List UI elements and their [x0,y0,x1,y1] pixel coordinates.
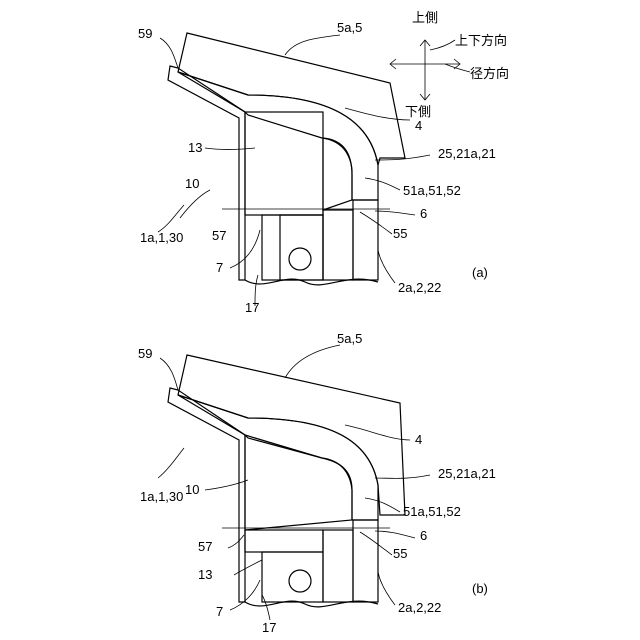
body-2a [323,210,353,280]
label-25: 25,21a,21 [438,146,496,161]
body-13 [178,72,378,200]
body-2a-outer-b [353,520,378,602]
block-10-b [245,435,352,530]
block-10 [245,112,323,215]
label-7-b: 7 [216,604,223,619]
label-5a-b: 5a,5 [337,331,362,346]
body-2a-outer [353,200,378,280]
compass-radial: 径方向 [470,66,509,81]
base-17-b [262,552,323,602]
leaders-a [158,35,430,306]
label-59: 59 [138,26,152,41]
sheet-59 [168,66,245,280]
label-17: 17 [245,300,259,315]
direction-compass [390,40,470,100]
label-17-b: 17 [262,620,276,635]
label-13-b: 13 [198,567,212,582]
cover-5a-b [178,355,405,515]
pin-circle [289,248,311,270]
label-55: 55 [393,226,407,241]
compass-vertical: 上下方向 [455,33,507,48]
label-1a: 1a,1,30 [140,230,183,245]
body-upper-b [178,395,378,520]
pin-circle-b [289,570,311,592]
label-4-b: 4 [415,432,422,447]
label-59-b: 59 [138,346,152,361]
label-6-b: 6 [420,528,427,543]
sealant-25 [323,138,352,210]
caption-b: (b) [472,581,488,596]
label-13: 13 [188,140,202,155]
label-51: 51a,51,52 [403,183,461,198]
body-2a-b [323,530,353,602]
label-2a-b: 2a,2,22 [398,600,441,615]
label-7: 7 [216,260,223,275]
label-4: 4 [415,118,422,133]
label-5a: 5a,5 [337,20,362,35]
base-13-b [245,530,323,552]
panel-b: 59 5a,5 4 25,21a,21 51a,51,52 6 55 2a,2,… [138,331,496,635]
label-25-b: 25,21a,21 [438,466,496,481]
label-10: 10 [185,176,199,191]
label-51-b: 51a,51,52 [403,504,461,519]
label-2a: 2a,2,22 [398,280,441,295]
label-6: 6 [420,206,427,221]
caption-a: (a) [472,265,488,280]
cover-5a [178,33,405,165]
panel-a: 59 5a,5 4 25,21a,21 51a,51,52 6 55 2a,2,… [138,10,509,315]
label-57-b: 57 [198,539,212,554]
label-57: 57 [212,228,226,243]
compass-up: 上側 [412,10,438,25]
label-1a-b: 1a,1,30 [140,489,183,504]
label-55-b: 55 [393,546,407,561]
label-10-b: 10 [185,482,199,497]
base-17 [262,215,323,280]
compass-down: 下側 [405,104,431,119]
